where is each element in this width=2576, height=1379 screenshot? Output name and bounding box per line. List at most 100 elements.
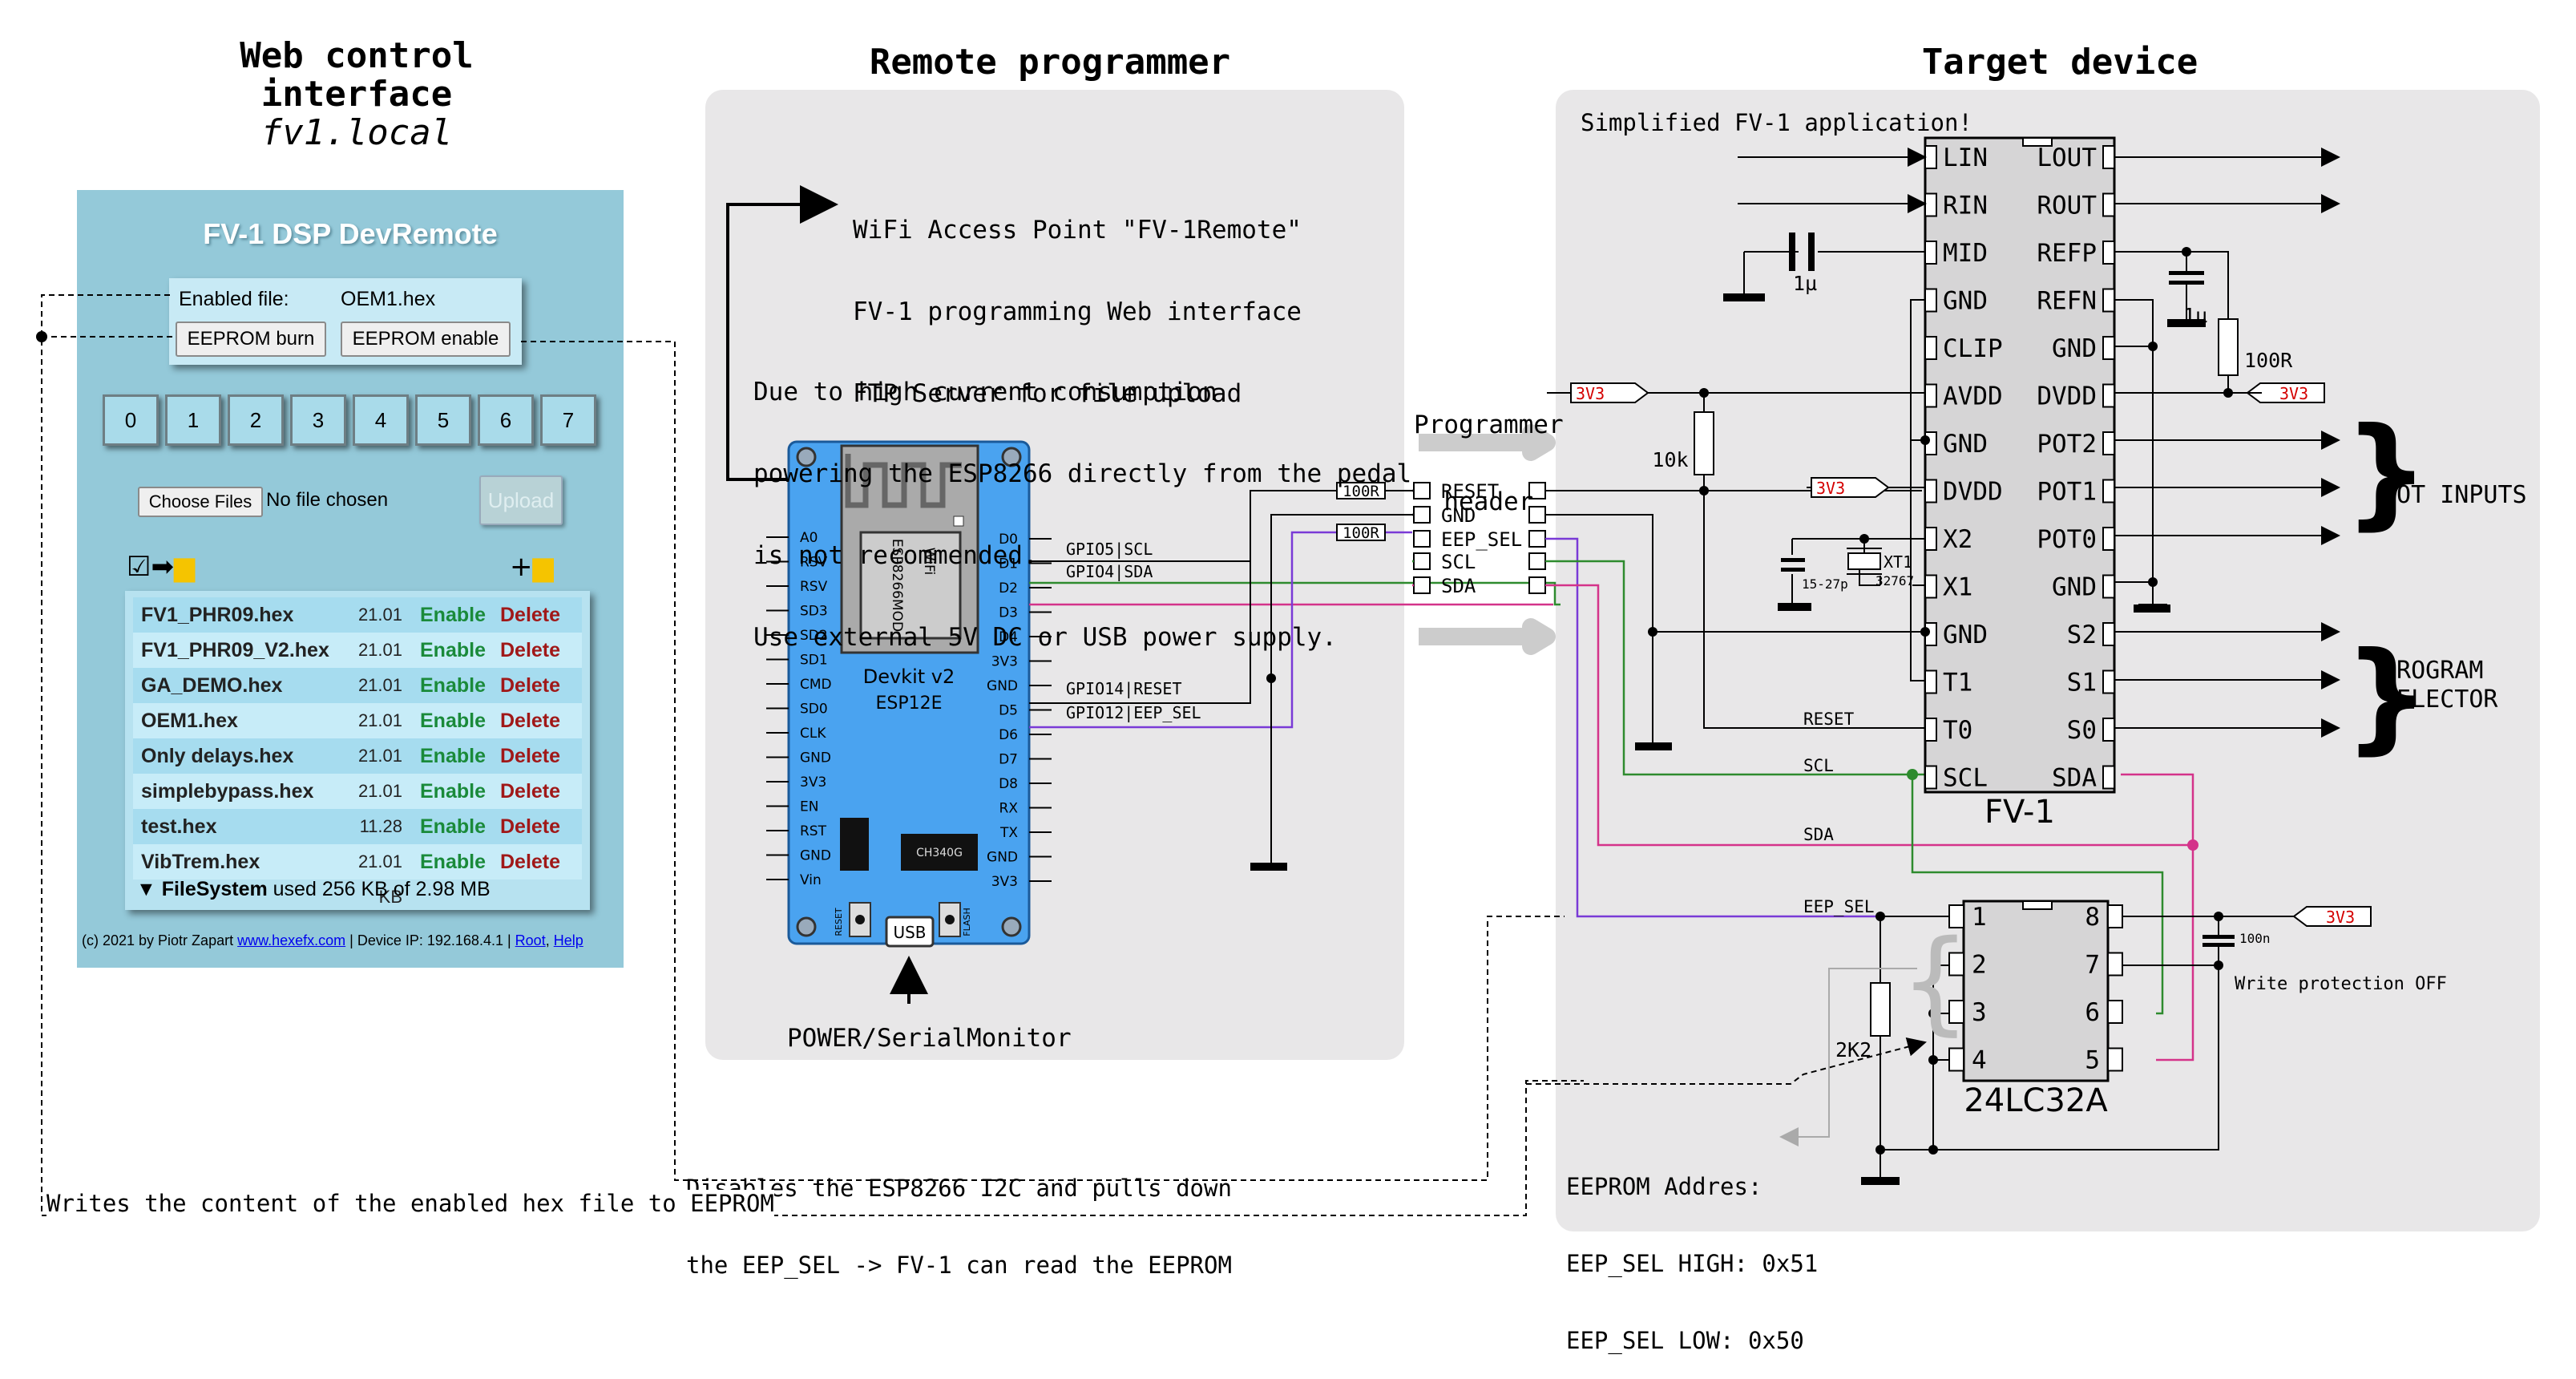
file-name[interactable]: simplebypass.hex — [141, 780, 314, 803]
delete-link[interactable]: Delete — [500, 815, 561, 838]
file-name[interactable]: Only delays.hex — [141, 745, 294, 767]
fv1-left-pin-label: GND — [1943, 287, 1988, 316]
fv1-left-pin — [1924, 336, 1937, 360]
enable-link[interactable]: Enable — [420, 815, 486, 838]
delete-link[interactable]: Delete — [500, 780, 561, 803]
enable-link[interactable]: Enable — [420, 604, 486, 626]
eeprom-right-pin-label: 6 — [2085, 998, 2100, 1027]
wifi-note-2: FV-1 programming Web interface — [853, 297, 1302, 326]
choose-files-button[interactable]: Choose Files — [138, 487, 263, 517]
fv1-left-pin — [1924, 527, 1937, 551]
gpio-label: GPIO14|RESET — [1066, 679, 1182, 698]
upload-button[interactable]: Upload — [479, 475, 563, 525]
eeprom-left-pin-label: 1 — [1972, 903, 1987, 932]
usb-chip — [901, 834, 978, 871]
refp-res-value: 100R — [2244, 349, 2293, 372]
delete-link[interactable]: Delete — [500, 639, 561, 661]
delete-link[interactable]: Delete — [500, 604, 561, 626]
webui-title: FV-1 DSP DevRemote — [203, 217, 498, 250]
esp-right-pin-label: D8 — [999, 776, 1018, 792]
program-button-6[interactable]: 6 — [478, 394, 534, 446]
footer-help-link[interactable]: Help — [553, 932, 583, 948]
web-title-line1: Web control — [240, 35, 474, 76]
resistor-2k2-label: 2K2 — [1835, 1038, 1871, 1062]
esp-left-pin-label: CLK — [800, 726, 826, 742]
esp8266-board: ESP8266MOD WiFi Devkit v2 ESP12E CH340G … — [766, 440, 1201, 948]
check-arrow-folder-icon[interactable]: ☑➡▆ — [127, 551, 196, 583]
fv1-left-pin-label: X1 — [1943, 573, 1972, 602]
delete-link[interactable]: Delete — [500, 674, 561, 697]
eeprom-right-pin — [2107, 1000, 2123, 1024]
enable-link[interactable]: Enable — [420, 674, 486, 697]
enable-link[interactable]: Enable — [420, 710, 486, 732]
enable-link[interactable]: Enable — [420, 639, 486, 661]
fv1-right-pin — [2102, 574, 2115, 599]
program-button-1[interactable]: 1 — [165, 394, 221, 446]
filesystem-toggle[interactable]: ▼ FileSystem — [136, 878, 268, 900]
fv1-right-pin — [2102, 336, 2115, 360]
program-button-5[interactable]: 5 — [415, 394, 471, 446]
esp-left-pin-label: A0 — [800, 530, 818, 546]
header-title-line1: Programmer — [1414, 410, 1564, 439]
delete-link[interactable]: Delete — [500, 851, 561, 873]
enable-link[interactable]: Enable — [420, 780, 486, 803]
web-junction-dot — [36, 331, 47, 342]
file-name[interactable]: GA_DEMO.hex — [141, 674, 283, 697]
power-note-2: powering the ESP8266 directly from the p… — [753, 459, 1412, 488]
fv1-left-pin — [1924, 383, 1937, 408]
file-name[interactable]: VibTrem.hex — [141, 851, 260, 873]
fv1-left-pin-label: RIN — [1943, 192, 1988, 220]
enable-link[interactable]: Enable — [420, 851, 486, 873]
file-name[interactable]: FV1_PHR09.hex — [141, 604, 294, 626]
target-device-title: Target device — [1921, 42, 2198, 83]
fv1-left-pin-label: T0 — [1943, 716, 1972, 745]
fv1-left-pin — [1924, 479, 1937, 503]
esp-left-pin-label: SD1 — [800, 653, 828, 669]
eeprom-left-pin-label: 4 — [1972, 1046, 1987, 1075]
header-pin-left — [1413, 552, 1431, 570]
program-button-2[interactable]: 2 — [228, 394, 284, 446]
eeprom-burn-button[interactable]: EEPROM burn — [176, 321, 326, 357]
flash-button-label: FLASH — [962, 908, 972, 936]
fv1-left-pin — [1924, 574, 1937, 599]
program-button-4[interactable]: 4 — [353, 394, 409, 446]
fv1-right-wiring — [2114, 148, 2340, 738]
footer-copyright: (c) 2021 by Piotr Zapart — [82, 932, 234, 948]
delete-link[interactable]: Delete — [500, 745, 561, 767]
fv1-left-pin — [1924, 241, 1937, 265]
file-name[interactable]: test.hex — [141, 815, 217, 838]
remote-programmer-title: Remote programmer — [869, 42, 1231, 83]
eeprom-right-pin-label: 7 — [2085, 951, 2100, 980]
esp-right-pin-label: 3V3 — [991, 874, 1018, 890]
refp-components: 1µ 100R — [2134, 247, 2293, 613]
program-selector-line2: SELECTOR — [2382, 685, 2498, 714]
delete-link[interactable]: Delete — [500, 710, 561, 732]
fv1-right-pin — [2102, 765, 2115, 790]
address-arrow — [1779, 968, 1917, 1146]
program-button-0[interactable]: 0 — [103, 394, 159, 446]
net-eep-sel-label: EEP_SEL — [1803, 897, 1875, 916]
eeprom-enable-button[interactable]: EEPROM enable — [341, 321, 511, 357]
footer-link[interactable]: www.hexefx.com — [237, 932, 346, 948]
power-notes: Due to high current consumption powering… — [753, 324, 1411, 678]
write-protection-label: Write protection OFF — [2235, 974, 2447, 994]
enable-link[interactable]: Enable — [420, 745, 486, 767]
programmer-wiring — [1029, 490, 1561, 863]
target-dots — [1635, 742, 2198, 851]
reset-button-label: RESET — [834, 908, 844, 936]
footer-root-link[interactable]: Root — [515, 932, 546, 948]
esp-shield — [859, 531, 962, 640]
program-button-7[interactable]: 7 — [540, 394, 596, 446]
file-name[interactable]: FV1_PHR09_V2.hex — [141, 639, 329, 661]
enabled-file-card: Enabled file: OEM1.hex EEPROM burn EEPRO… — [169, 278, 522, 365]
esp-pins: A0RSVRSVSD3SD2SD1CMDSD0CLKGND3V3ENRSTGND… — [766, 530, 1201, 890]
eeprom-address-line3: EEP_SEL LOW: 0x50 — [1566, 1327, 1804, 1354]
plus-folder-icon[interactable]: +▆ — [510, 551, 554, 583]
web-control-title: Web control interface fv1.local — [196, 37, 517, 152]
usb-port — [885, 916, 935, 948]
file-name[interactable]: OEM1.hex — [141, 710, 238, 732]
fv1-right-pin-label: LOUT — [2037, 144, 2097, 172]
fv1-right-pin-label: GND — [2052, 573, 2097, 602]
program-button-3[interactable]: 3 — [290, 394, 346, 446]
